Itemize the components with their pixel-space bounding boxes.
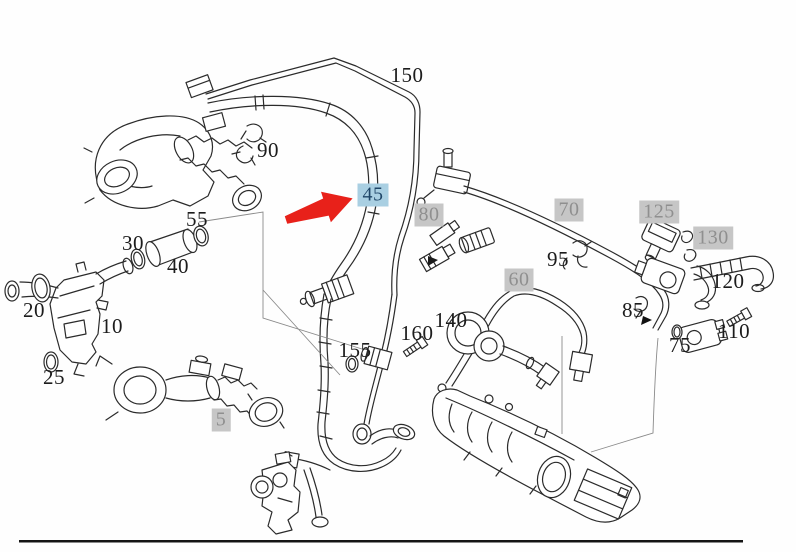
corrugated-intake-duct-5 bbox=[95, 355, 285, 429]
part-label-85[interactable]: 85 bbox=[622, 297, 644, 322]
valve-lower bbox=[634, 257, 686, 295]
part-label-90[interactable]: 90 bbox=[257, 137, 279, 162]
part-label-45[interactable]: 45 bbox=[357, 183, 389, 207]
part-label-140[interactable]: 140 bbox=[434, 307, 468, 332]
harness-connectors bbox=[282, 423, 416, 528]
bolt-160 bbox=[402, 335, 429, 358]
vent-pipe-150 bbox=[185, 57, 421, 425]
part-label-20[interactable]: 20 bbox=[23, 297, 45, 322]
connector-fittings-80 bbox=[418, 219, 495, 273]
part-label-55[interactable]: 55 bbox=[186, 206, 208, 231]
flange-fitting bbox=[678, 319, 729, 353]
valve-cluster bbox=[633, 217, 775, 353]
intake-elbow-assembly bbox=[83, 115, 267, 212]
part-label-25[interactable]: 25 bbox=[43, 364, 65, 389]
part-label-80[interactable]: 80 bbox=[414, 203, 444, 227]
valve-canister-140 bbox=[446, 311, 560, 390]
vacuum-hose-70 bbox=[416, 147, 670, 331]
part-label-75[interactable]: 75 bbox=[669, 332, 691, 357]
clamp-95 bbox=[562, 240, 592, 270]
part-label-30[interactable]: 30 bbox=[122, 230, 144, 255]
part-label-40[interactable]: 40 bbox=[167, 253, 189, 278]
leader-lines bbox=[198, 211, 659, 453]
tube-40 bbox=[149, 228, 194, 267]
part-label-10[interactable]: 10 bbox=[101, 313, 123, 338]
bottom-rule bbox=[19, 540, 743, 543]
seal-and-fitting-155 bbox=[345, 345, 393, 373]
part-label-160[interactable]: 160 bbox=[400, 320, 434, 345]
part-label-95[interactable]: 95 bbox=[547, 246, 569, 271]
part-label-60[interactable]: 60 bbox=[504, 268, 534, 292]
elbow-120 bbox=[696, 265, 717, 304]
part-label-5[interactable]: 5 bbox=[211, 408, 231, 432]
part-label-70[interactable]: 70 bbox=[554, 198, 584, 222]
mounting-bracket bbox=[250, 451, 301, 535]
valve-125 bbox=[641, 217, 681, 263]
part-label-120[interactable]: 120 bbox=[711, 268, 745, 293]
part-label-155[interactable]: 155 bbox=[338, 337, 372, 362]
clip-85 bbox=[633, 295, 648, 319]
retaining-clips-130 bbox=[681, 230, 697, 262]
bolt-110 bbox=[726, 307, 753, 327]
vent-hose-45 bbox=[201, 94, 402, 472]
part-label-130[interactable]: 130 bbox=[693, 226, 733, 250]
part-label-110[interactable]: 110 bbox=[717, 318, 751, 343]
red-arrow-pointer bbox=[284, 191, 353, 224]
intake-manifold bbox=[431, 388, 641, 523]
part-label-150[interactable]: 150 bbox=[390, 62, 424, 87]
part-label-125[interactable]: 125 bbox=[639, 200, 679, 224]
resonator-assembly-10 bbox=[4, 225, 209, 377]
